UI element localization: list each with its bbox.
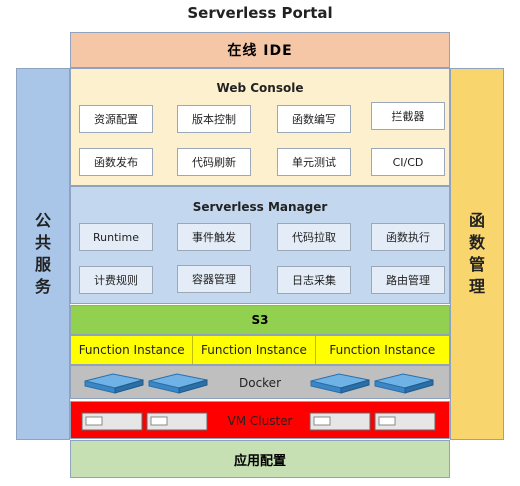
runtime-box: Runtime xyxy=(79,223,153,251)
code-fetch-box: 代码拉取 xyxy=(277,223,351,251)
public-services-char: 公 xyxy=(34,211,51,230)
server-rack-left-icon xyxy=(81,412,208,431)
public-services-char: 服 xyxy=(34,255,51,274)
version-control-box: 版本控制 xyxy=(177,105,251,133)
function-management-char: 理 xyxy=(468,277,485,296)
resource-config-box: 资源配置 xyxy=(79,105,153,133)
public-services-panel: 公 共 服 务 xyxy=(16,68,70,440)
serverless-manager-layer: Serverless Manager Runtime 事件触发 代码拉取 函数执… xyxy=(70,186,450,304)
function-instance-layer: Function Instance Function Instance Func… xyxy=(70,335,450,365)
event-trigger-box: 事件触发 xyxy=(177,223,251,251)
billing-rules-box: 计费规则 xyxy=(79,266,153,294)
unit-test-box: 单元测试 xyxy=(277,148,351,176)
docker-containers-right-icon xyxy=(310,373,434,394)
function-instance-cell: Function Instance xyxy=(71,336,194,364)
s3-layer: S3 xyxy=(70,305,450,335)
log-collection-box: 日志采集 xyxy=(277,266,351,294)
web-console-layer: Web Console 资源配置 版本控制 函数编写 拦截器 函数发布 代码刷新… xyxy=(70,68,450,186)
code-refresh-box: 代码刷新 xyxy=(177,148,251,176)
function-management-panel: 函 数 管 理 xyxy=(450,68,504,440)
function-execution-box: 函数执行 xyxy=(371,223,445,251)
function-instance-cell: Function Instance xyxy=(329,343,436,357)
container-management-box: 容器管理 xyxy=(177,265,251,293)
function-management-char: 数 xyxy=(468,233,485,252)
docker-containers-left-icon xyxy=(84,373,208,394)
docker-layer: Docker xyxy=(70,365,450,399)
app-config-layer: 应用配置 xyxy=(70,440,450,478)
server-rack-right-icon xyxy=(309,412,436,431)
function-management-char: 管 xyxy=(468,255,485,274)
interceptor-box: 拦截器 xyxy=(371,102,445,130)
function-management-char: 函 xyxy=(468,211,485,230)
function-release-box: 函数发布 xyxy=(79,148,153,176)
route-management-box: 路由管理 xyxy=(371,266,445,294)
ci-cd-box: CI/CD xyxy=(371,148,445,176)
vm-cluster-label: VM Cluster xyxy=(227,414,293,428)
public-services-char: 共 xyxy=(34,233,51,252)
web-console-title: Web Console xyxy=(216,81,304,95)
function-instance-cell: Function Instance xyxy=(193,336,316,364)
public-services-char: 务 xyxy=(34,277,51,296)
vm-cluster-layer: VM Cluster xyxy=(70,401,450,439)
online-ide-layer: 在线 IDE xyxy=(70,32,450,68)
serverless-manager-title: Serverless Manager xyxy=(192,200,328,214)
function-coding-box: 函数编写 xyxy=(277,105,351,133)
docker-label: Docker xyxy=(238,376,282,390)
page-title: Serverless Portal xyxy=(187,4,333,22)
